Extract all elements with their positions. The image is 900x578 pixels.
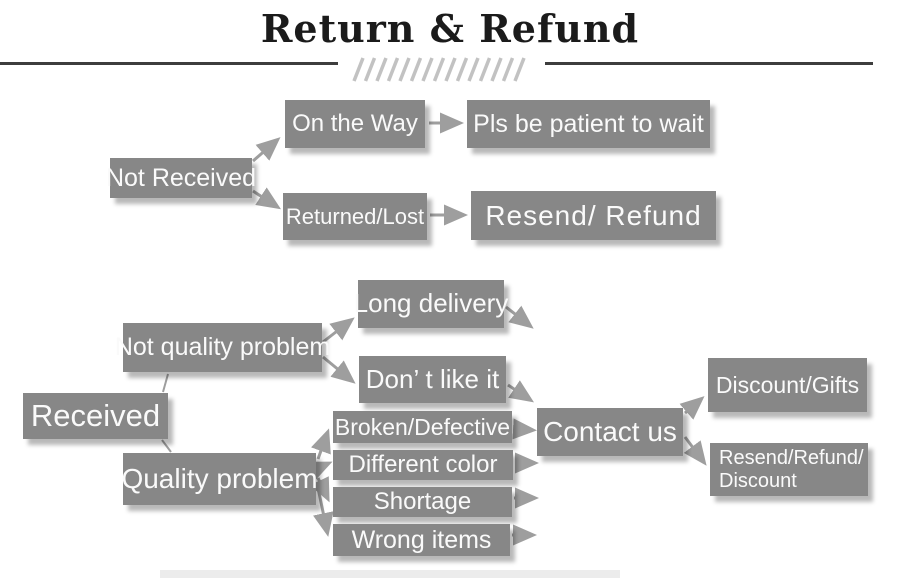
node-label-line1: Resend/Refund/ bbox=[719, 446, 864, 469]
node-resend-refund-discount: Resend/Refund/ Discount bbox=[710, 443, 868, 496]
node-on-the-way: On the Way bbox=[285, 100, 425, 148]
node-discount-gifts: Discount/Gifts bbox=[708, 358, 867, 412]
node-different-color: Different color bbox=[333, 450, 513, 480]
title-rule-left bbox=[0, 62, 338, 65]
node-not-received: Not Received bbox=[106, 158, 256, 198]
node-received: Received bbox=[23, 393, 168, 439]
node-long-delivery: Long delivery bbox=[354, 280, 508, 328]
node-returned-lost: Returned/Lost bbox=[283, 193, 427, 240]
node-pls-be-patient: Pls be patient to wait bbox=[467, 100, 710, 148]
node-quality-problem: Quality problem bbox=[121, 453, 318, 505]
title-rule-right bbox=[545, 62, 873, 65]
bottom-watermark-band bbox=[160, 570, 620, 578]
hatch-decoration-icon bbox=[352, 57, 526, 82]
node-not-quality-problem: Not quality problem bbox=[115, 323, 330, 372]
node-broken-defective: Broken/Defective bbox=[333, 411, 512, 443]
node-dont-like-it: Don’ t like it bbox=[359, 356, 506, 403]
node-contact-us: Contact us bbox=[537, 408, 683, 456]
node-resend-refund: Resend/ Refund bbox=[471, 191, 716, 240]
page-title: Return & Refund bbox=[260, 6, 640, 51]
node-shortage: Shortage bbox=[333, 487, 512, 517]
node-label-line2: Discount bbox=[719, 469, 797, 492]
node-wrong-items: Wrong items bbox=[333, 524, 510, 556]
